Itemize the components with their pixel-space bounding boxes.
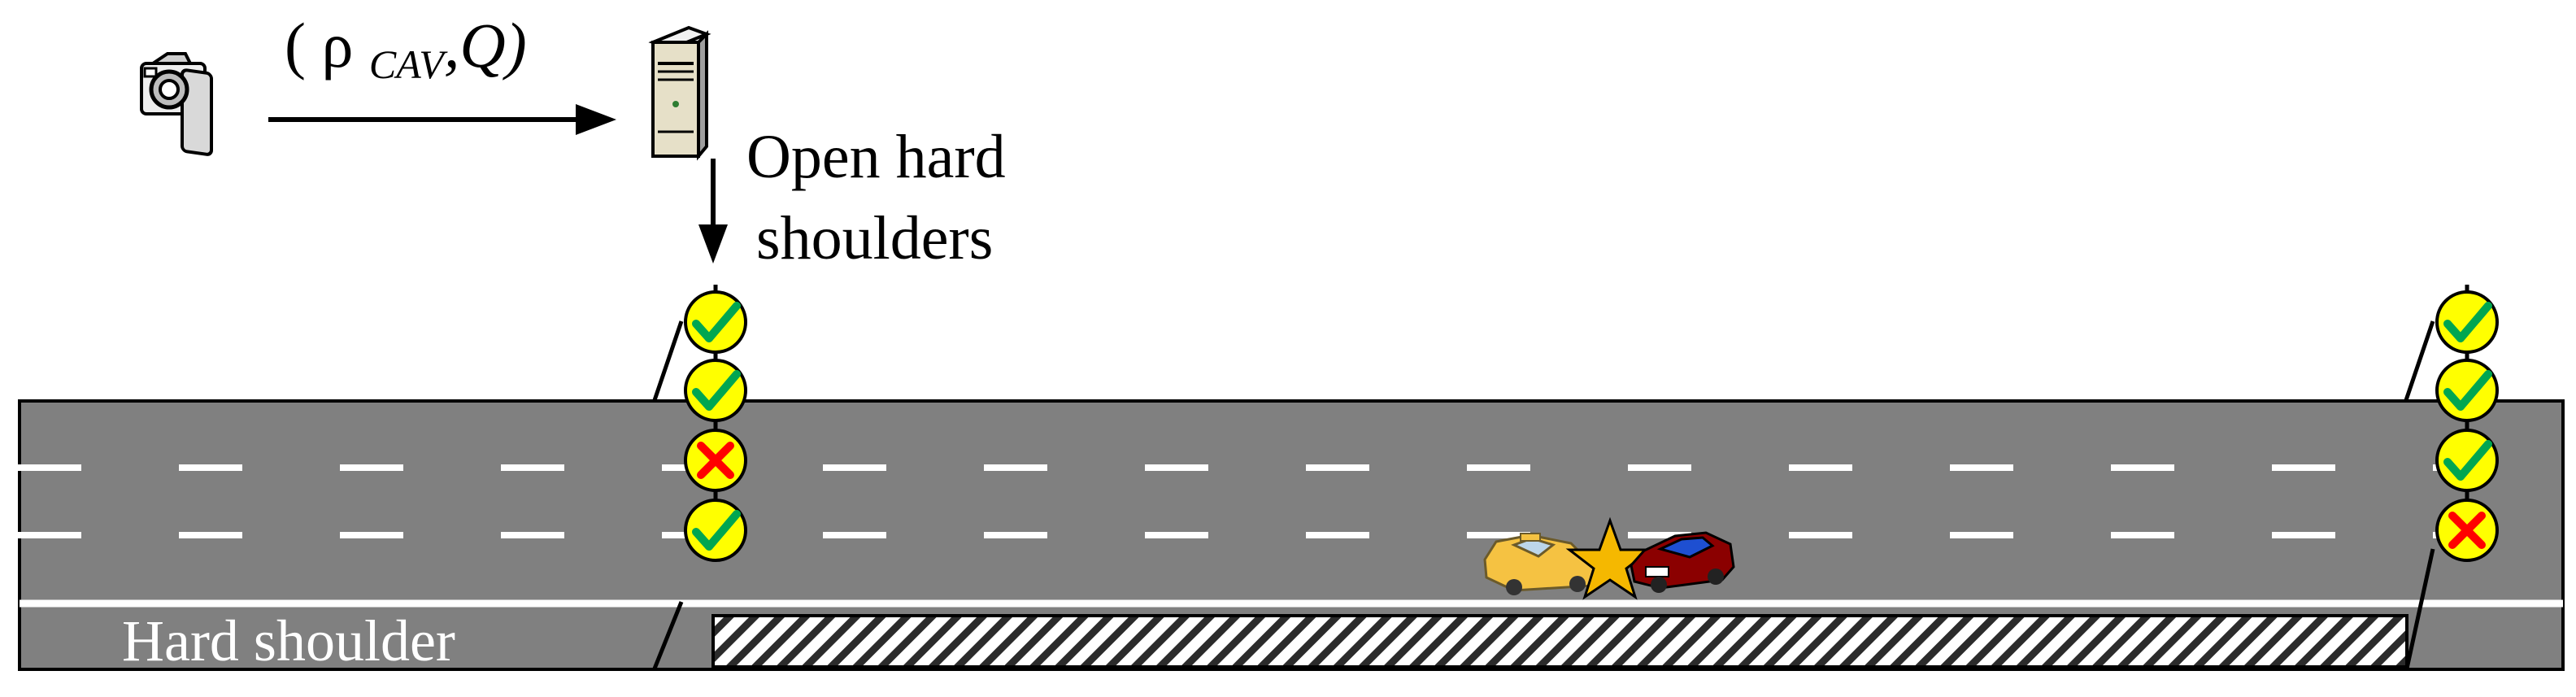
hard-shoulder-label: Hard shoulder [122,608,455,673]
lane-markings [18,464,2496,538]
server-icon [648,25,711,161]
lane-dash-1 [984,464,1047,471]
lane-dash-1 [2111,464,2174,471]
check-icon [692,302,741,342]
check-icon [2443,370,2492,411]
car-vehicle [1630,531,1735,593]
lane-dash-2 [1628,532,1691,538]
lane-dash-2 [984,532,1047,538]
downstream-lane-signal-1 [2435,290,2499,354]
downstream-gantry-lower-support [2404,548,2435,669]
upstream-lane-signal-4 [684,499,747,562]
check-icon [692,510,741,551]
lane-dash-2 [1145,532,1208,538]
lane-dash-2 [1467,532,1530,538]
lane-dash-2 [340,532,403,538]
cross-icon [2448,512,2486,549]
measurement-rho: ( ρ [285,10,369,81]
lane-dash-1 [1467,464,1530,471]
downstream-lane-signal-2 [2435,359,2499,422]
lane-dash-1 [1306,464,1369,471]
measurement-label: ( ρ CAV,Q) [285,10,527,87]
lane-dash-2 [179,532,242,538]
lane-dash-2 [1306,532,1369,538]
lane-dash-1 [2272,464,2335,471]
lane-dash-2 [501,532,564,538]
upstream-gantry-lower-support [652,601,684,669]
lane-signals [684,290,2499,562]
measurement-subscript: CAV [369,41,448,87]
measurement-q: ,Q) [444,10,527,81]
lane-dash-2 [18,532,81,538]
lane-dash-2 [823,532,886,538]
check-icon [2443,440,2492,481]
check-icon [2443,302,2492,342]
lane-dash-1 [1789,464,1852,471]
lane-dash-1 [501,464,564,471]
lane-dash-1 [18,464,81,471]
lane-dash-1 [1145,464,1208,471]
upstream-lane-signal-2 [684,359,747,422]
crash-star [1565,516,1655,600]
camera-icon [140,52,213,156]
data-flow-arrowhead [576,104,616,135]
upstream-lane-signal-1 [684,290,747,354]
crash-icon [1483,516,1735,600]
lane-dash-2 [2111,532,2174,538]
hard-shoulder-hatched-area [711,614,2408,669]
lane-dash-1 [340,464,403,471]
action-label-line2: shoulders [756,204,993,272]
cross-icon [697,442,734,479]
downstream-gantry-support [2404,320,2435,401]
lane-dash-2 [1789,532,1852,538]
upstream-lane-signal-3 [684,429,747,492]
lane-dash-1 [179,464,242,471]
downstream-lane-signal-4 [2435,499,2499,562]
downstream-lane-signal-3 [2435,429,2499,492]
upstream-gantry-support [652,320,684,401]
control-arrowhead [698,224,728,264]
lane-dash-1 [1950,464,2013,471]
lane-dash-2 [1950,532,2013,538]
lane-dash-2 [2272,532,2335,538]
lane-dash-1 [823,464,886,471]
action-label-line1: Open hard [746,123,1006,191]
lane-dash-1 [1628,464,1691,471]
check-icon [692,370,741,411]
